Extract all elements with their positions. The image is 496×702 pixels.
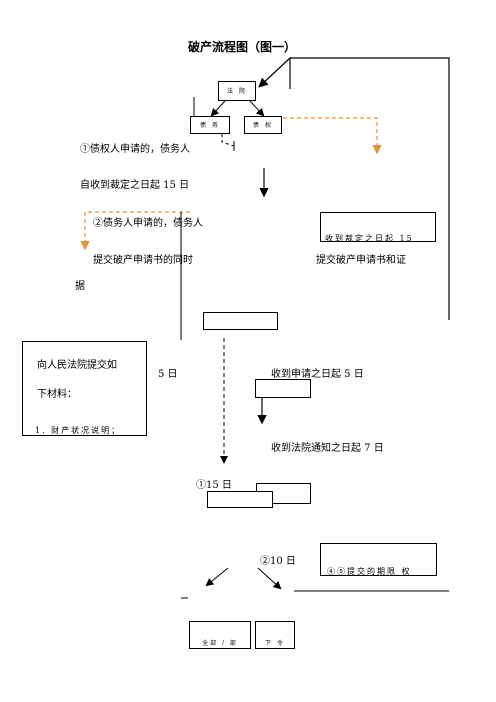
bottom-right-box-label: 下 令 bbox=[265, 640, 285, 647]
ruling-box-label: 收到裁定之日起 15 bbox=[325, 234, 414, 242]
bottom-arrow-right bbox=[257, 567, 282, 590]
fifteen-days-label: ①15 日 bbox=[196, 480, 232, 491]
bottom-left-box-label: 全部 / 部 bbox=[202, 640, 238, 647]
materials-line-1: 向人民法院提交如 bbox=[37, 360, 117, 371]
creditor-box-label: 债 权 bbox=[253, 122, 273, 129]
ju-text: 据 bbox=[75, 281, 85, 292]
submit-same-time-text: 提交破产申请书的同时 bbox=[93, 255, 193, 266]
small-box-dash bbox=[221, 134, 235, 147]
materials-line-3: 1. 财产状况说明； bbox=[35, 426, 122, 435]
five-day-text: 5 日 bbox=[158, 369, 178, 380]
materials-box: 向人民法院提交如 下材料： 1. 财产状况说明； bbox=[22, 341, 147, 436]
materials-line-2: 下材料： bbox=[37, 389, 77, 400]
submit-evidence-text: 提交破产申请书和证 bbox=[316, 255, 406, 266]
deadline-box-label: ④⑤提交的期限 权 bbox=[327, 567, 412, 576]
notice-seven-text: 收到法院通知之日起 7 日 bbox=[271, 443, 384, 454]
ruling-box: 收到裁定之日起 15 bbox=[320, 212, 436, 242]
bottom-left-box: 全部 / 部 bbox=[189, 621, 251, 649]
court-box-label: 法 院 bbox=[227, 88, 247, 95]
return-loop-line bbox=[289, 57, 450, 320]
bottom-arrow-left bbox=[205, 567, 229, 587]
debtor-box: 债 务 bbox=[190, 116, 230, 134]
debtor-box-label: 债 务 bbox=[200, 122, 220, 129]
receive-five-text: 收到申请之日起 5 日 bbox=[271, 369, 364, 380]
center-empty-box bbox=[203, 312, 278, 330]
ten-days-label: ②10 日 bbox=[260, 556, 296, 567]
receive-box bbox=[255, 379, 311, 398]
deadline-box: ④⑤提交的期限 权 bbox=[320, 543, 437, 576]
split-arrow-right bbox=[249, 100, 265, 117]
split-arrow-left bbox=[210, 100, 226, 117]
court-box: 法 院 bbox=[218, 81, 256, 101]
creditor-box: 债 权 bbox=[244, 116, 282, 134]
debtor-apply-text: ②债务人申请的，债务人 bbox=[93, 218, 203, 229]
fifteen-day-box-left bbox=[207, 491, 273, 508]
page-title: 破产流程图（图一） bbox=[188, 40, 297, 54]
bottom-right-box: 下 令 bbox=[255, 621, 295, 649]
creditor-apply-text: ①债权人申请的，债务人 bbox=[80, 144, 190, 155]
return-loop-arrow bbox=[258, 57, 291, 88]
fifteen-day-text: 自收到裁定之日起 15 日 bbox=[80, 180, 190, 191]
orange-dash-right bbox=[262, 117, 382, 155]
orange-dash-left bbox=[80, 211, 190, 251]
